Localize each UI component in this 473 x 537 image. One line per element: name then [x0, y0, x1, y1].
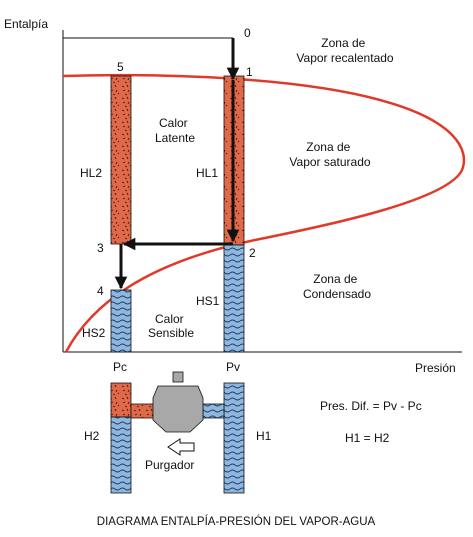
pipe-to-right — [202, 403, 225, 419]
flow-direction-arrow — [167, 438, 195, 456]
zone-superheated-label: Zona de Vapor recalentado — [296, 36, 394, 65]
point-5-label: 5 — [117, 60, 124, 74]
h1-label: H1 — [256, 429, 272, 443]
bottom-left-tube-latent — [110, 382, 132, 418]
bottom-left-tube-sensible — [110, 416, 132, 494]
zone-condensate-label: Zona de Condensado — [303, 272, 371, 301]
steam-trap — [152, 371, 204, 433]
bottom-right-tube — [223, 382, 245, 494]
pc-label: Pc — [113, 360, 127, 374]
hs1-label: HS1 — [196, 294, 220, 308]
point-0-label: 0 — [244, 26, 251, 40]
zone-saturated-label: Zona de Vapor saturado — [289, 140, 370, 169]
pipe-to-left — [130, 403, 156, 419]
hl2-label: HL2 — [80, 166, 102, 180]
diagram-caption: DIAGRAMA ENTALPÍA-PRESIÓN DEL VAPOR-AGUA — [97, 515, 376, 528]
trap-label: Purgador — [145, 458, 194, 472]
right-column-sensible — [223, 244, 245, 353]
pv-label: Pv — [226, 360, 240, 374]
left-column-latent — [110, 75, 132, 245]
left-column-sensible — [110, 289, 132, 353]
point-3-label: 3 — [97, 241, 104, 255]
latent-heat-label: Calor Latente — [155, 116, 195, 145]
saturation-curve — [62, 73, 466, 353]
hs2-label: HS2 — [82, 326, 106, 340]
pressure-difference-equation: Pres. Dif. = Pv - Pc — [320, 399, 422, 413]
sensible-heat-label: Calor Sensible — [148, 312, 194, 340]
h2-label: H2 — [84, 429, 100, 443]
point-2-label: 2 — [249, 246, 256, 260]
point-4-label: 4 — [97, 284, 104, 298]
point-1-label: 1 — [246, 65, 253, 79]
hl1-label: HL1 — [196, 166, 218, 180]
y-axis-label: Entalpía — [4, 17, 48, 31]
enthalpy-equality-equation: H1 = H2 — [345, 431, 390, 445]
x-axis-label: Presión — [415, 361, 456, 375]
